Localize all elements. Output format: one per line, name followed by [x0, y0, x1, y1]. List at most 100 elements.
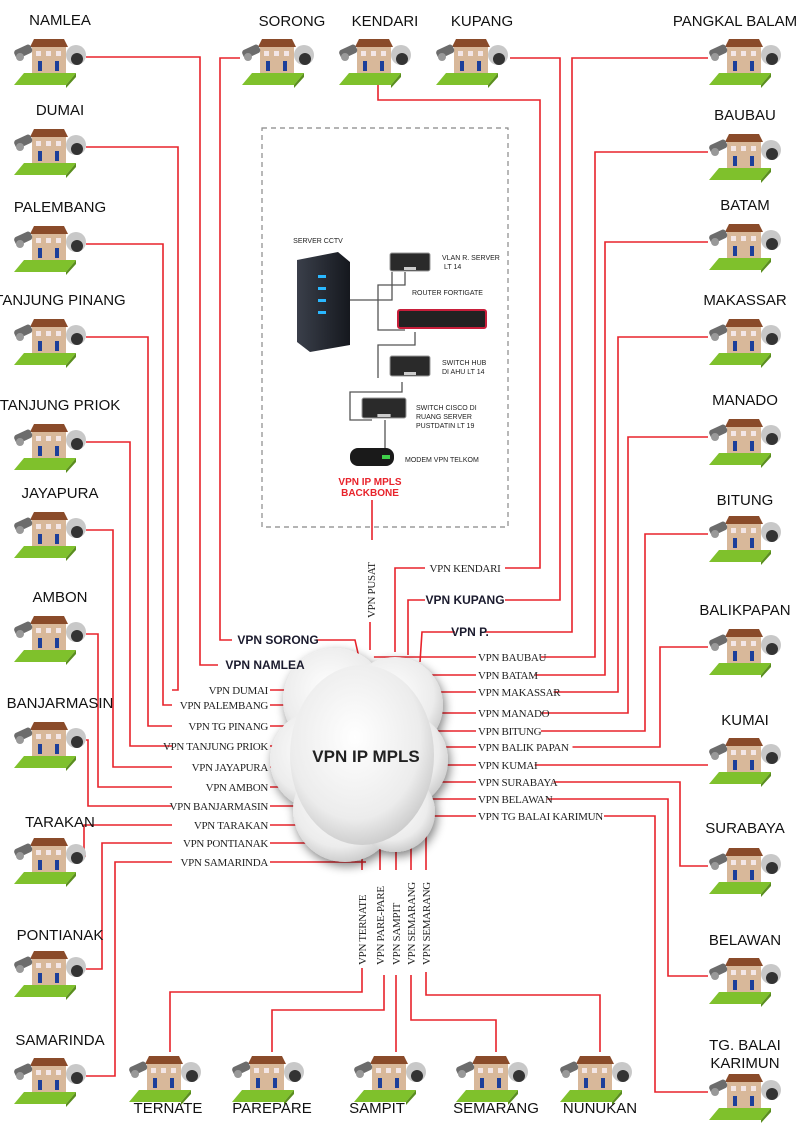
vpn-label-makassar: VPN MAKASSAR [478, 687, 561, 699]
site-label-ternate: TERNATE [134, 1100, 203, 1117]
vlan-switch-icon-ports [404, 267, 416, 270]
site-label-surabaya: SURABAYA [705, 820, 784, 837]
pangkal-balam-cctv-house-icon[interactable] [708, 39, 781, 88]
vpn-label-ternate: VPN TERNATE [357, 894, 369, 965]
bitung-cctv-house-icon[interactable] [708, 516, 781, 565]
balikpapan-cctv-house-icon[interactable] [708, 629, 781, 678]
site-label-tanjung-priok: TANJUNG PRIOK [0, 397, 120, 414]
wire-ternate [169, 968, 363, 1052]
server-led-icon [318, 287, 326, 290]
dumai-cctv-house-icon[interactable] [13, 129, 87, 178]
manado-cctv-house-icon[interactable] [708, 419, 781, 468]
switch-cisco-icon-ports [377, 414, 391, 417]
wire-kendari-cloud [394, 567, 425, 652]
site-label-belawan: BELAWAN [709, 932, 781, 949]
vpn-label-palembang: VPN PALEMBANG [180, 700, 269, 712]
kumai-cctv-house-icon[interactable] [708, 738, 781, 787]
jayapura-cctv-house-icon[interactable] [13, 512, 87, 561]
namlea-cctv-house-icon[interactable] [13, 39, 87, 88]
vlan-switch-icon[interactable] [389, 252, 431, 272]
site-label-bitung: BITUNG [717, 492, 774, 509]
sampit-cctv-house-icon[interactable] [353, 1056, 426, 1105]
palembang-cctv-house-icon[interactable] [13, 226, 87, 275]
vpn-label-sorong: VPN SORONG [237, 633, 318, 647]
tanjung-priok-cctv-house-icon[interactable] [13, 424, 87, 473]
site-label-pangkal-balam: PANGKAL BALAM [673, 13, 797, 30]
wire-palembang [86, 243, 172, 706]
parepare-cctv-house-icon[interactable] [231, 1056, 304, 1105]
server-led-icon [318, 311, 326, 314]
site-label-sorong: SORONG [259, 13, 326, 30]
site-label-nunukan: NUNUKAN [563, 1100, 637, 1117]
tanjung-pinang-cctv-house-icon[interactable] [13, 319, 87, 368]
switch-hub-icon-ports [404, 372, 416, 375]
site-label-kupang: KUPANG [451, 13, 513, 30]
ambon-cctv-house-icon[interactable] [13, 616, 87, 665]
vpn-label-kumai: VPN KUMAI [478, 760, 538, 772]
wire-dumai [86, 146, 179, 691]
wire-kupang [505, 57, 561, 601]
pontianak-cctv-house-icon[interactable] [13, 951, 87, 1000]
wire-bitung [541, 533, 708, 732]
tg-balai-karimun-cctv-house-icon[interactable] [708, 1074, 781, 1123]
surabaya-cctv-house-icon[interactable] [708, 848, 781, 897]
site-label-batam: BATAM [720, 197, 769, 214]
samarinda-cctv-house-icon[interactable] [13, 1058, 87, 1107]
kendari-cctv-house-icon[interactable] [338, 39, 411, 88]
router-fortigate-icon[interactable] [397, 309, 487, 329]
semarang-cctv-house-icon[interactable] [455, 1056, 528, 1105]
site-label-ambon: AMBON [32, 589, 87, 606]
vpn-label-semarang: VPN SEMARANG [406, 882, 418, 965]
wire-manado [541, 436, 708, 714]
ternate-cctv-house-icon[interactable] [128, 1056, 201, 1105]
site-label-samarinda: SAMARINDA [15, 1032, 104, 1049]
site-label-pontianak: PONTIANAK [17, 927, 104, 944]
tarakan-cctv-house-icon[interactable] [13, 838, 87, 887]
site-label-balikpapan: BALIKPAPAN [699, 602, 790, 619]
belawan-cctv-house-icon[interactable] [708, 958, 781, 1007]
router-label: ROUTER FORTIGATE [412, 290, 483, 297]
wire-balikpapan [572, 646, 708, 748]
switch-hub-icon[interactable] [389, 355, 431, 377]
wire-banjarmasin [86, 739, 172, 807]
vpn-label-dumai: VPN DUMAI [209, 685, 269, 697]
site-label-palembang: PALEMBANG [14, 199, 106, 216]
switch-cisco-label-3: PUSTDATIN LT 19 [416, 423, 474, 430]
banjarmasin-cctv-house-icon[interactable] [13, 722, 87, 771]
wire-namlea [86, 56, 218, 666]
wire-kendari [377, 84, 541, 569]
sorong-cctv-house-icon[interactable] [241, 39, 314, 88]
cable-hub-cisco [349, 382, 403, 421]
switch-cisco-icon[interactable] [361, 397, 407, 419]
site-label-namlea: NAMLEA [29, 12, 91, 29]
baubau-cctv-house-icon[interactable] [708, 134, 781, 183]
site-label-parepare: PAREPARE [232, 1100, 311, 1117]
switch-cisco-label: SWITCH CISCO DI [416, 405, 477, 412]
vpn-label-pangkal-balam: VPN P. [451, 625, 489, 639]
batam-cctv-house-icon[interactable] [708, 224, 781, 273]
vpn-label-bitung: VPN BITUNG [478, 726, 542, 738]
vpn-label-kupang: VPN KUPANG [425, 593, 504, 607]
wire-belawan [547, 798, 708, 977]
wire-tanjung-priok [86, 441, 172, 747]
vpn-label-batam: VPN BATAM [478, 670, 538, 682]
vpn-label-tarakan: VPN TARAKAN [194, 820, 269, 832]
vpn-label-banjarmasin: VPN BANJARMASIN [170, 801, 269, 813]
vpn-label-kendari: VPN KENDARI [430, 563, 502, 575]
site-label-manado: MANADO [712, 392, 778, 409]
switch-hub-label-2: DI AHU LT 14 [442, 369, 485, 376]
modem-led-icon [382, 455, 390, 459]
backbone-label: VPN IP MPLS [338, 477, 401, 488]
makassar-cctv-house-icon[interactable] [708, 319, 781, 368]
kupang-cctv-house-icon[interactable] [435, 39, 508, 88]
wire-sorong [219, 57, 240, 641]
wire-pangkal-balam-cloud [419, 631, 455, 663]
wire-jayapura [86, 529, 172, 768]
vlan-label: VLAN R. SERVER [442, 255, 500, 262]
wire-tarakan [83, 824, 172, 857]
modem-icon[interactable] [350, 448, 394, 466]
site-label-baubau: BAUBAU [714, 107, 776, 124]
nunukan-cctv-house-icon[interactable] [559, 1056, 632, 1105]
wire-tanjung-pinang [86, 336, 172, 727]
vpn-label-ambon: VPN AMBON [206, 782, 269, 794]
